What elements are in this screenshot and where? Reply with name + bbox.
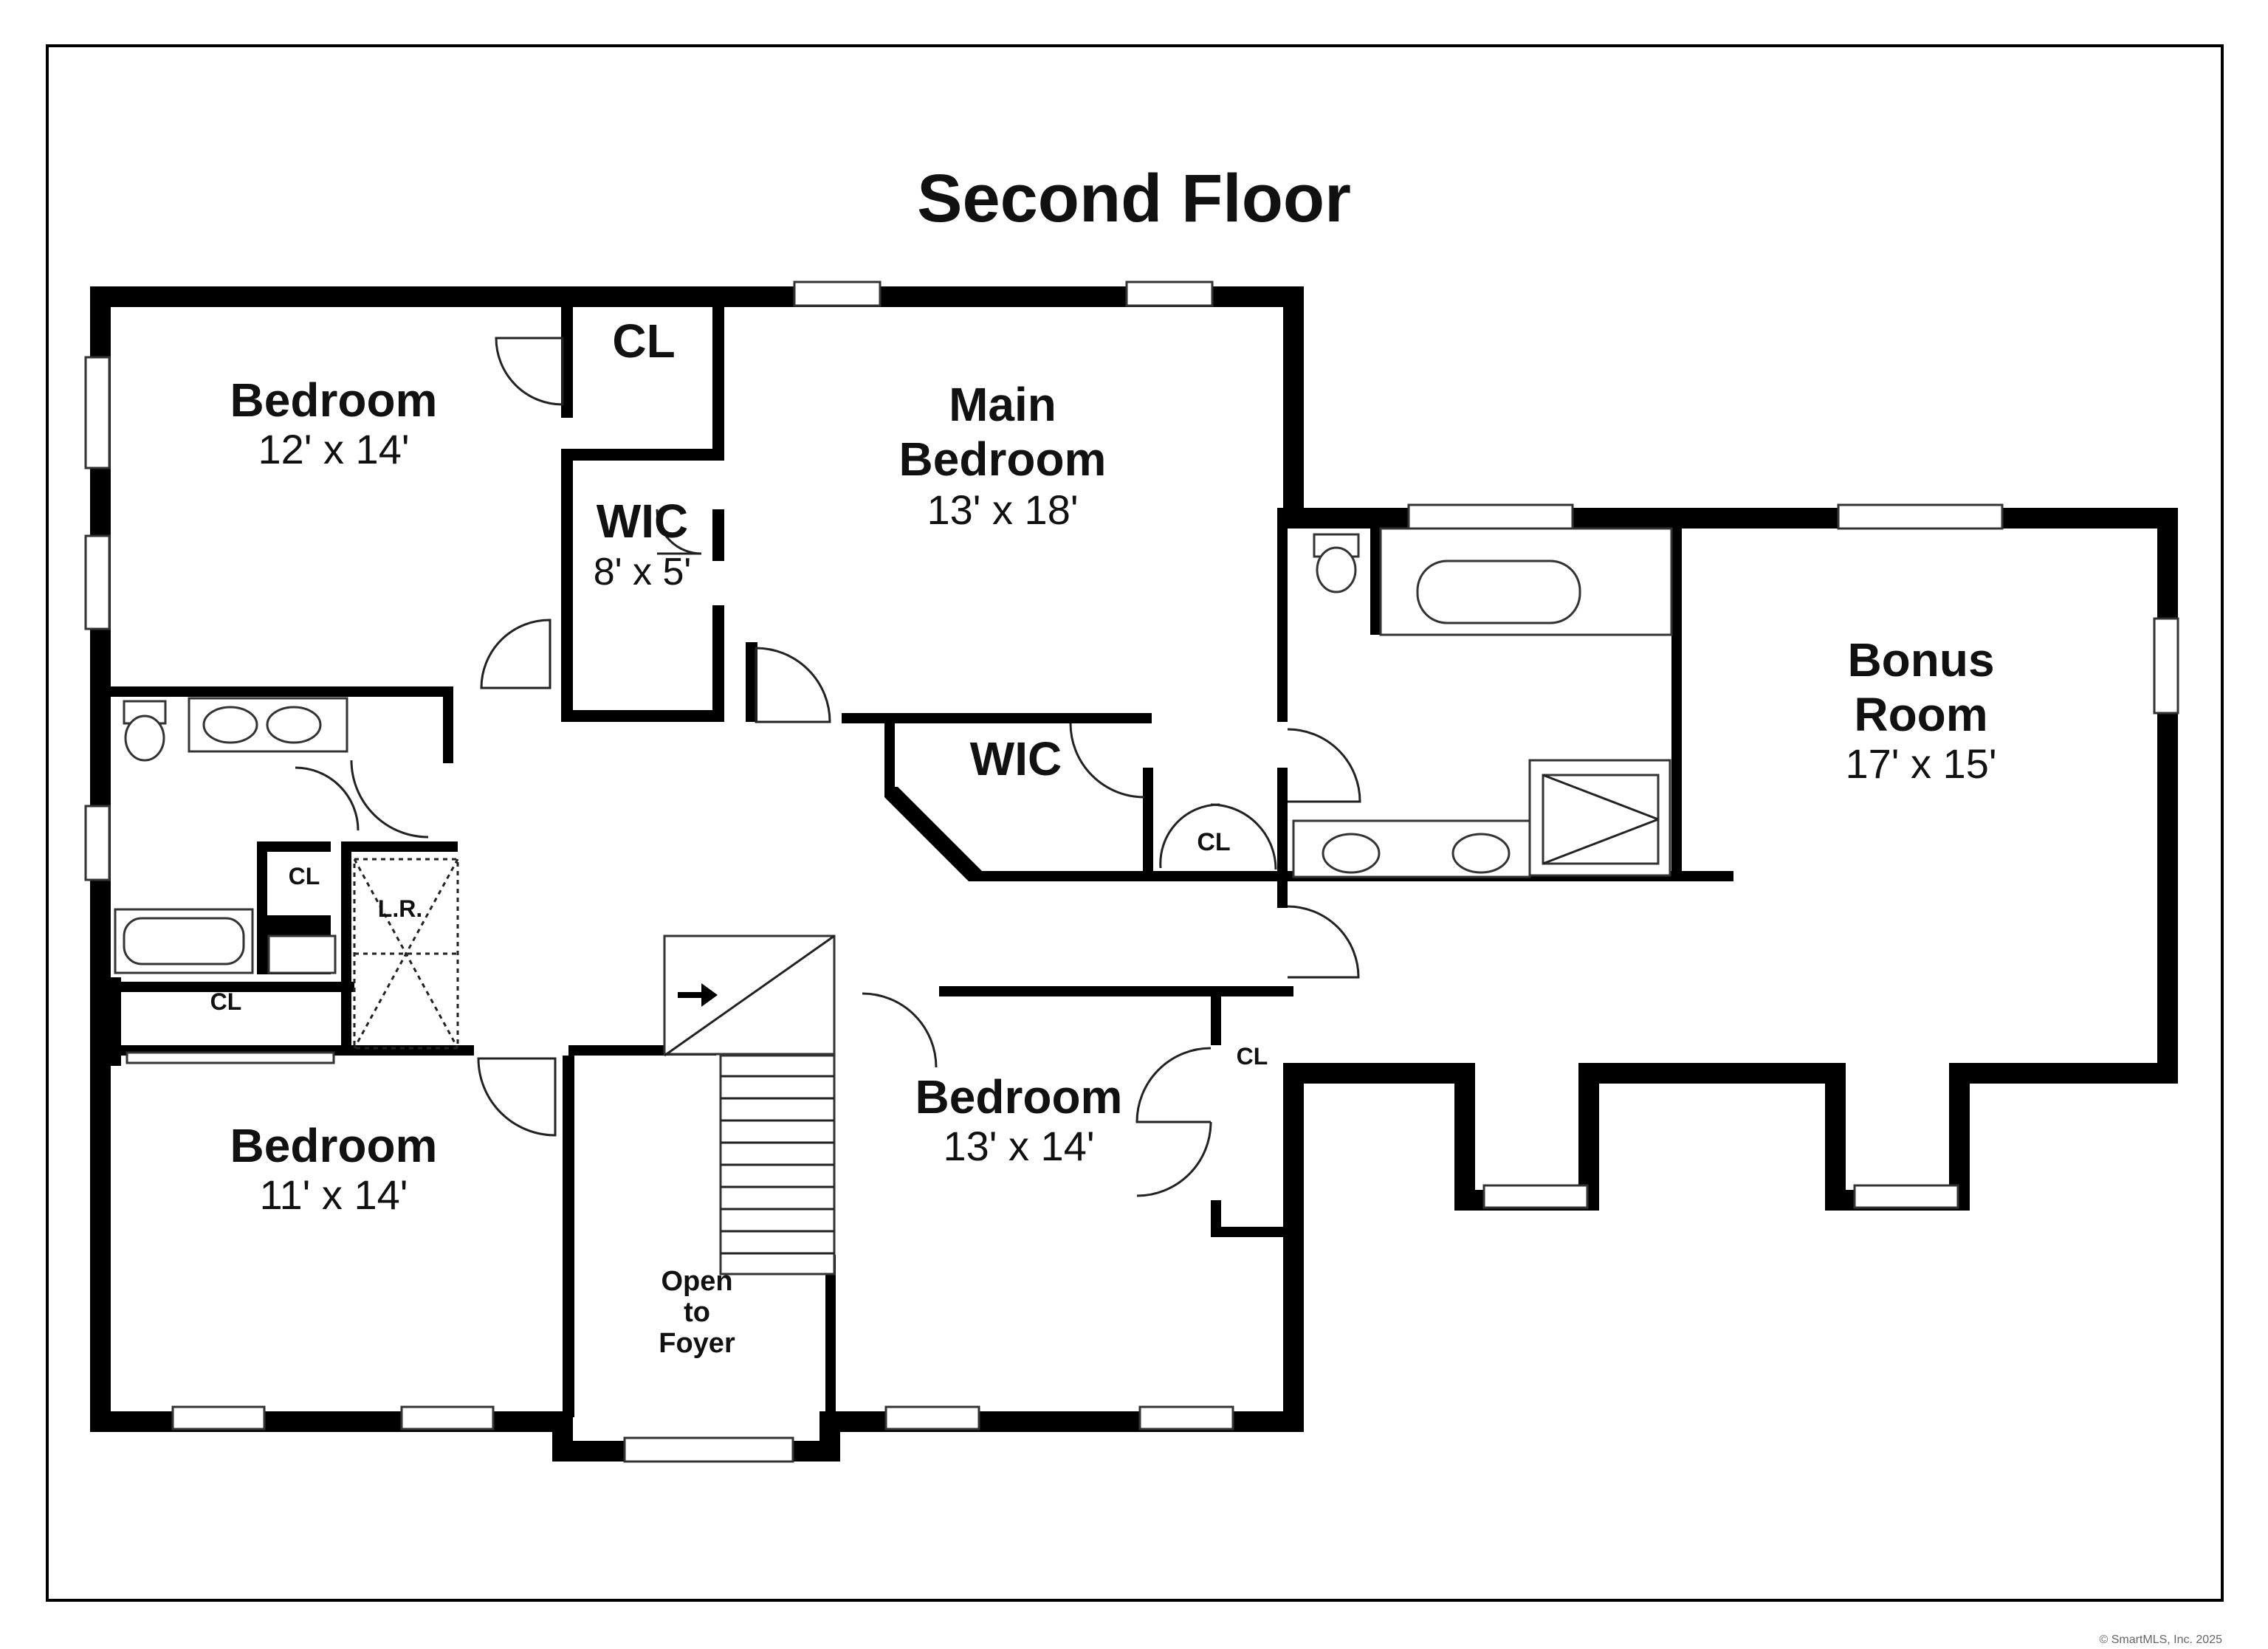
copyright-notice: © SmartMLS, Inc. 2025 xyxy=(2099,1633,2222,1646)
room-closet-main: CL xyxy=(1197,828,1230,856)
room-size: 13' x 18' xyxy=(927,486,1078,533)
room-closet-nw: CL xyxy=(612,314,675,368)
main-bath-fixtures xyxy=(1292,527,1673,878)
room-size: 17' x 15' xyxy=(1845,740,1996,787)
room-wic-main: WIC xyxy=(970,732,1062,785)
windows xyxy=(84,280,2179,1463)
frame-border xyxy=(46,44,2224,1602)
room-bedroom-nw: Bedroom 12' x 14' xyxy=(230,373,438,472)
room-main-bedroom: Main Bedroom 13' x 18' xyxy=(899,378,1107,533)
room-bedroom-sw: Bedroom 11' x 14' xyxy=(230,1119,438,1218)
hall-bath-fixtures xyxy=(114,697,348,974)
room-bedroom-s: Bedroom 13' x 14' xyxy=(915,1070,1123,1169)
room-size: 8' x 5' xyxy=(594,551,692,593)
room-size: 12' x 14' xyxy=(258,426,409,472)
room-closet-bath: CL xyxy=(210,988,242,1015)
room-bonus-room: Bonus Room 17' x 15' xyxy=(1845,633,1996,787)
room-name-line1: Open xyxy=(661,1266,732,1297)
room-name-line1: Bonus xyxy=(1847,633,1994,686)
room-name: Bedroom xyxy=(915,1070,1123,1123)
door-swings xyxy=(295,337,1361,1197)
room-name-line3: Foyer xyxy=(659,1328,735,1359)
room-open-to-foyer: Open to Foyer xyxy=(659,1266,735,1359)
room-closet-s: CL xyxy=(1237,1043,1268,1070)
room-name-line1: Main xyxy=(949,378,1056,431)
room-name: Bedroom xyxy=(230,1119,438,1172)
room-wic-small: WIC 8' x 5' xyxy=(594,495,692,593)
room-name-line2: Room xyxy=(1854,688,1987,741)
plan-title: Second Floor xyxy=(917,161,1351,236)
room-closet-hall: CL xyxy=(289,863,320,889)
stair-direction-arrow-icon xyxy=(678,983,718,1007)
room-linen-room: L.R. xyxy=(378,895,422,922)
room-name: WIC xyxy=(597,495,688,548)
linen-room-shelves xyxy=(353,858,459,1050)
room-name-line2: Bedroom xyxy=(899,433,1107,486)
room-name-line2: to xyxy=(684,1297,710,1328)
staircase xyxy=(663,934,836,1276)
room-size: 11' x 14' xyxy=(260,1171,408,1218)
room-size: 13' x 14' xyxy=(943,1123,1094,1169)
room-name: Bedroom xyxy=(230,373,438,427)
